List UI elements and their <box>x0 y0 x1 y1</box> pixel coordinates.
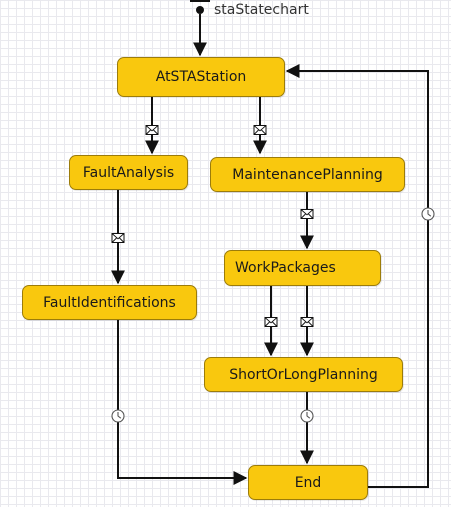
message-icon <box>253 125 267 135</box>
transition-atsta-to-maintenanceplanning[interactable] <box>253 97 267 155</box>
timeout-icon <box>421 207 435 221</box>
state-maintenance-planning[interactable]: MaintenancePlanning <box>210 157 405 192</box>
state-fault-analysis[interactable]: FaultAnalysis <box>69 155 188 190</box>
timeout-icon <box>300 409 314 423</box>
message-icon <box>300 209 314 219</box>
transition-workpackages-to-shortorlongplanning-1[interactable] <box>264 286 278 357</box>
timeout-icon <box>111 409 125 423</box>
state-end[interactable]: End <box>248 465 368 500</box>
transition-shortorlongplanning-to-end[interactable] <box>300 392 314 465</box>
message-icon <box>264 317 278 327</box>
message-icon <box>300 317 314 327</box>
state-fault-identifications[interactable]: FaultIdentifications <box>22 285 197 320</box>
transition-workpackages-to-shortorlongplanning-2[interactable] <box>300 286 314 357</box>
state-work-packages[interactable]: WorkPackages <box>224 250 381 286</box>
transition-atsta-to-faultanalysis[interactable] <box>145 97 159 155</box>
transition-end-to-atstastation[interactable] <box>285 64 435 488</box>
message-icon <box>111 233 125 243</box>
transition-faultanalysis-to-faultidentifications[interactable] <box>111 190 125 285</box>
initial-state-marker <box>190 0 210 57</box>
statechart-title: staStatechart <box>214 2 309 18</box>
transition-maintenanceplanning-to-workpackages[interactable] <box>300 192 314 250</box>
state-at-sta-station[interactable]: AtSTAStation <box>117 57 285 97</box>
transition-faultidentifications-to-end[interactable] <box>111 320 248 485</box>
state-short-or-long-planning[interactable]: ShortOrLongPlanning <box>204 357 403 392</box>
message-icon <box>145 125 159 135</box>
